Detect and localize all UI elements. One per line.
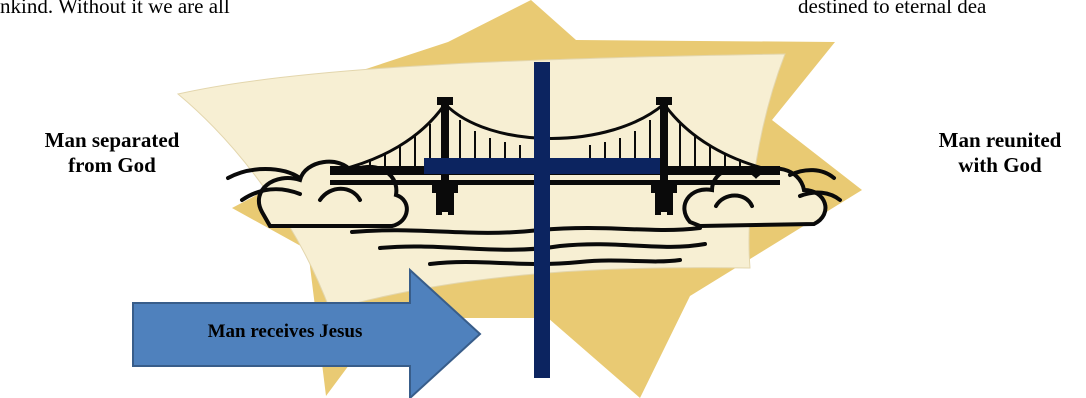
right-label: Man reunited with God <box>890 128 1086 178</box>
right-label-line-2: with God <box>890 153 1086 178</box>
arrow-label: Man receives Jesus <box>150 321 420 343</box>
left-label-line-1: Man separated <box>2 128 222 153</box>
left-label: Man separated from God <box>2 128 222 178</box>
right-label-line-1: Man reunited <box>890 128 1086 153</box>
left-label-line-2: from God <box>2 153 222 178</box>
